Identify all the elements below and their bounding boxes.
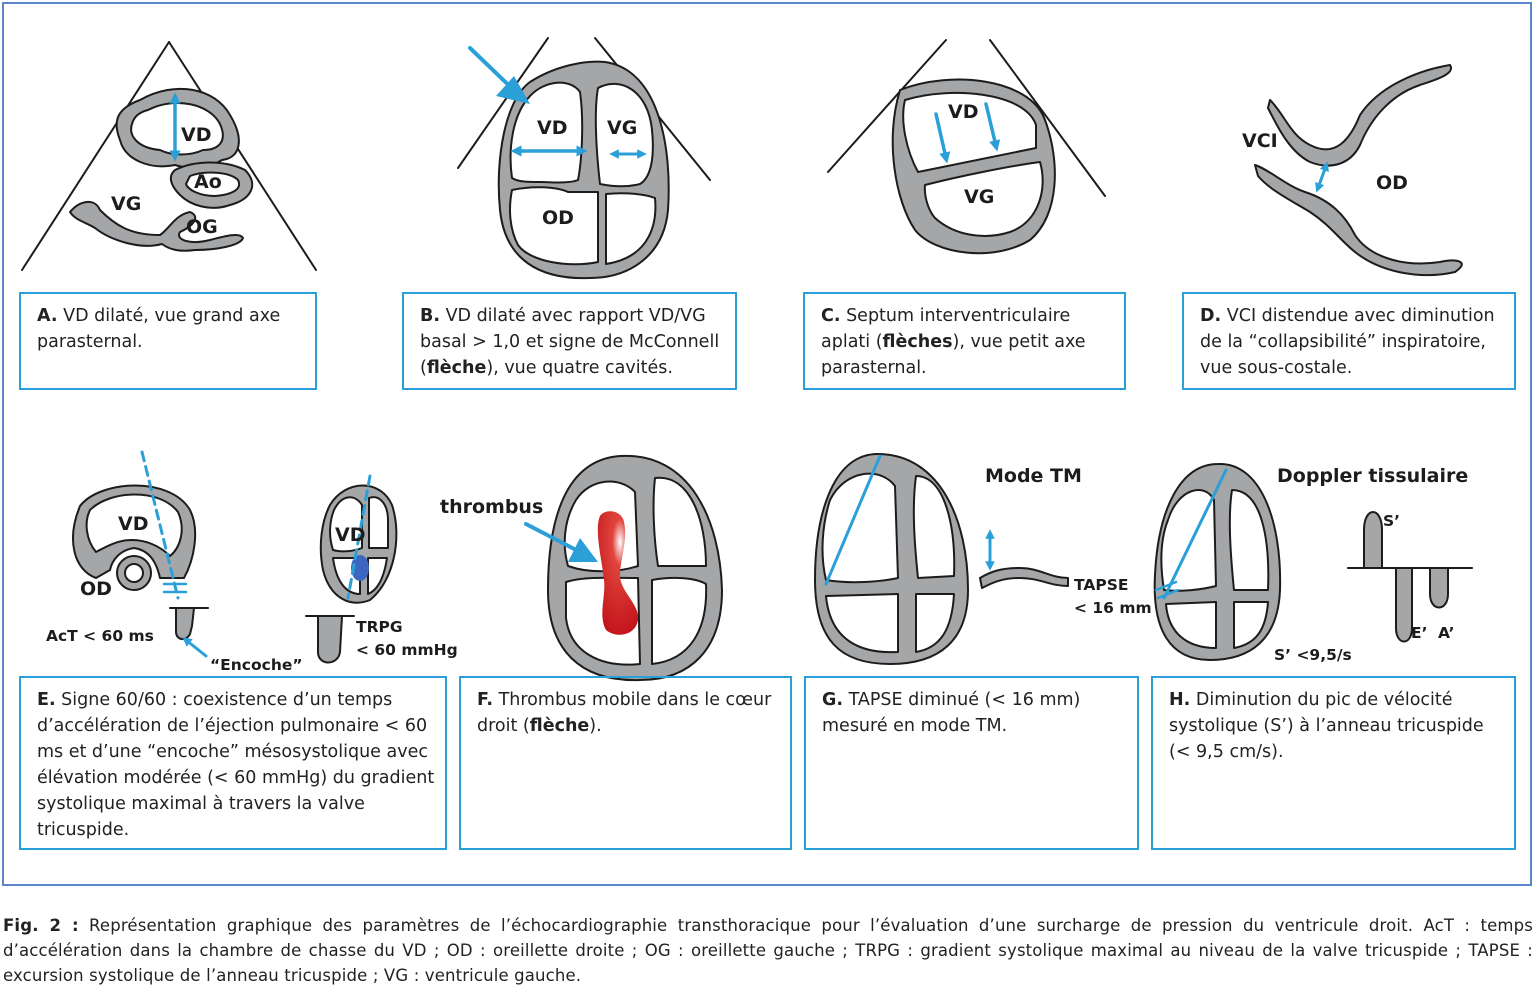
panel-a-drawing (21, 41, 317, 271)
caption-label: Fig. 2 : (3, 916, 79, 935)
panel-c-bold: flèches (882, 332, 953, 352)
panel-e-letter: E. (37, 690, 56, 710)
label-e-trpg-value: < 60 mmHg (356, 641, 458, 659)
label-f-thrombus: thrombus (440, 496, 543, 518)
label-h-s-value: S’ <9,5/s (1274, 646, 1352, 664)
panel-b-box: B. VD dilaté avec rapport VD/VG basal > … (402, 292, 737, 390)
figure-frame (2, 2, 1532, 886)
panel-d-letter: D. (1200, 306, 1222, 326)
panel-d-box: D. VCI distendue avec diminution de la “… (1182, 292, 1516, 390)
label-g-tapse: TAPSE (1074, 576, 1128, 594)
panel-h-letter: H. (1169, 690, 1191, 710)
label-b-vd: VD (537, 117, 567, 139)
panel-b-letter: B. (420, 306, 440, 326)
panel-c-box: C. Septum interventriculaire aplati (flè… (803, 292, 1126, 390)
panel-g-text: TAPSE diminué (< 16 mm) mesuré en mode T… (822, 690, 1081, 736)
panel-a-box: A. VD dilaté, vue grand axe parasternal. (19, 292, 317, 390)
panel-d-drawing (1254, 64, 1463, 277)
panel-f-box: F. Thrombus mobile dans le cœur droit (f… (459, 676, 792, 850)
panel-a-letter: A. (37, 306, 58, 326)
label-h-a: A’ (1438, 624, 1454, 642)
label-g-mode-tm: Mode TM (985, 465, 1082, 487)
label-e-od: OD (80, 578, 112, 600)
panel-f-letter: F. (477, 690, 494, 710)
panel-b-bold: flèche (426, 358, 487, 378)
panel-g-box: G. TAPSE diminué (< 16 mm) mesuré en mod… (804, 676, 1139, 850)
label-e-act: AcT < 60 ms (46, 627, 154, 645)
panel-f-drawing (524, 454, 723, 682)
panel-h-drawing (1153, 462, 1473, 661)
panel-g-letter: G. (822, 690, 844, 710)
panel-a-text: VD dilaté, vue grand axe parasternal. (37, 306, 281, 352)
label-g-tapse-value: < 16 mm (1074, 599, 1152, 617)
panel-f-bold: flèche (529, 716, 590, 736)
panel-b-drawing (457, 37, 711, 280)
panel-b-text: VD dilaté avec rapport VD/VG basal > 1,0… (420, 306, 720, 378)
label-d-vci: VCI (1242, 130, 1278, 152)
panel-b-text-end: ), vue quatre cavités. (486, 358, 673, 378)
panel-e-drawing (72, 450, 398, 664)
panel-g-drawing (814, 452, 1069, 665)
panel-c-drawing (827, 39, 1106, 255)
label-h-e: E’ (1411, 624, 1427, 642)
caption-text: Représentation graphique des paramètres … (3, 916, 1533, 985)
panel-e-text: Signe 60/60 : coexistence d’un temps d’a… (37, 690, 435, 840)
panel-h-box: H. Diminution du pic de vélocité systoli… (1151, 676, 1516, 850)
label-a-ao: Ao (194, 171, 222, 193)
panel-c-text: Septum interventriculaire aplati ( (821, 306, 1071, 352)
figure-caption: Fig. 2 : Représentation graphique des pa… (3, 913, 1533, 988)
label-c-vg: VG (964, 186, 994, 208)
label-e-vd-small: VD (335, 524, 365, 546)
panel-f-text: Thrombus mobile dans le cœur droit ( (477, 690, 772, 736)
label-e-encoche: “Encoche” (210, 656, 303, 674)
panel-c-text-end: ), vue petit axe parasternal. (821, 332, 1086, 378)
label-c-vd: VD (948, 101, 978, 123)
label-a-og: OG (186, 216, 218, 238)
label-b-od: OD (542, 207, 574, 229)
label-b-vg: VG (607, 117, 637, 139)
panel-c-letter: C. (821, 306, 841, 326)
label-h-s: S’ (1383, 512, 1400, 530)
panel-f-text-end: ). (589, 716, 602, 736)
panel-h-text: Diminution du pic de vélocité systolique… (1169, 690, 1484, 762)
label-d-od: OD (1376, 172, 1408, 194)
panel-e-box: E. Signe 60/60 : coexistence d’un temps … (19, 676, 447, 850)
label-e-trpg: TRPG (356, 618, 403, 636)
label-h-doppler: Doppler tissulaire (1277, 465, 1468, 487)
label-e-vd: VD (118, 513, 148, 535)
panel-d-text: VCI distendue avec diminution de la “col… (1200, 306, 1495, 378)
label-a-vd: VD (181, 124, 211, 146)
label-a-vg: VG (111, 193, 141, 215)
